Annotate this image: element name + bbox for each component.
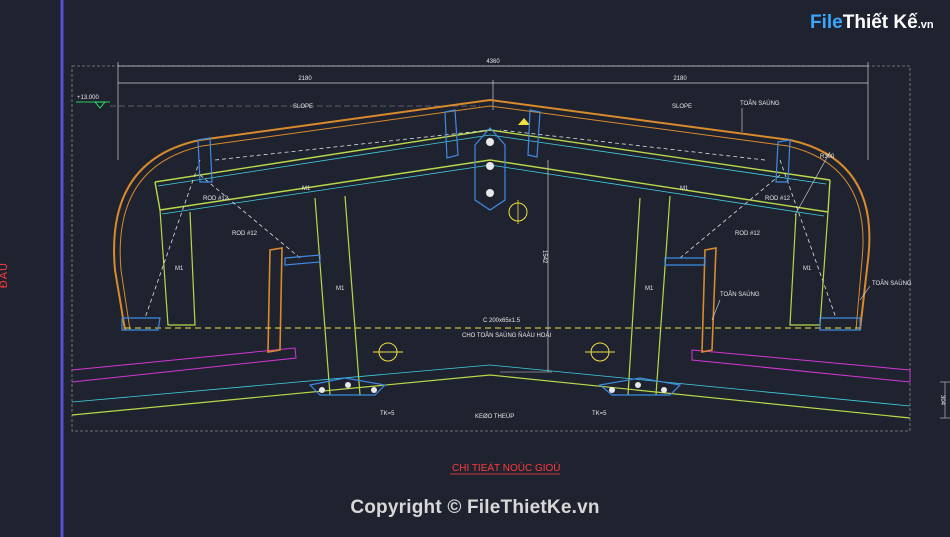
m1-label: M1 xyxy=(803,266,812,272)
ton-sang-top-text: TOÂN SAÙNG xyxy=(740,100,780,107)
tk-right-text: TK=5 xyxy=(592,411,607,417)
bottom-chord xyxy=(71,347,911,419)
rod-label: ROD #12 xyxy=(203,196,229,202)
slope-left-text: SLOPE xyxy=(293,104,313,110)
rod-label: ROD #12 xyxy=(735,231,761,237)
copyright-text: Copyright © FileThietKe.vn xyxy=(350,497,600,518)
r300-text: R300 xyxy=(820,154,835,160)
m1-label: M1 xyxy=(302,186,311,192)
level-mark-text: +13.000 xyxy=(77,95,100,101)
brackets xyxy=(121,109,861,396)
slope-right-text: SLOPE xyxy=(672,104,692,110)
detail-frame xyxy=(71,65,911,432)
keo-thep-text: KEØO THEÙP xyxy=(475,413,514,420)
main-columns xyxy=(314,195,671,396)
rod-label: ROD #12 xyxy=(232,231,258,237)
dim-total: 4360 xyxy=(486,59,500,65)
m1-label: M1 xyxy=(175,266,184,272)
side-label: ĐÁU xyxy=(0,262,10,289)
center-connection xyxy=(474,118,530,224)
right-dim-text: 304 xyxy=(939,395,945,406)
m1-label: M1 xyxy=(645,286,654,292)
tk-left-text: TK=5 xyxy=(380,411,395,417)
section-symbols xyxy=(373,342,615,362)
side-members xyxy=(159,209,829,326)
ton-sang-right-text: TOÂN SAÙNG xyxy=(872,280,912,287)
dashed-rods xyxy=(144,129,837,319)
base-bolts xyxy=(319,382,667,393)
vertical-dim-text: 1542 xyxy=(541,250,547,264)
rod-label: ROD #12 xyxy=(765,196,791,202)
site-logo[interactable]: FileThiết Kế.vn xyxy=(810,12,934,42)
logo-brand-2: Thiết Kế xyxy=(842,12,918,33)
level-mark xyxy=(76,101,480,109)
logo-brand: File xyxy=(810,12,843,33)
leader-lines xyxy=(711,108,871,321)
dim-right: 2180 xyxy=(673,76,687,82)
m1-label: M1 xyxy=(680,186,689,192)
center-note-1: C 200x65x1.5 xyxy=(483,318,521,324)
top-dimensions xyxy=(117,62,869,160)
roof-sheet-outline xyxy=(113,98,871,331)
m1-label: M1 xyxy=(336,286,345,292)
drawing-title: CHI TIEÁT NOÙC GIOÙ xyxy=(452,461,561,474)
flashing xyxy=(267,247,717,353)
truss-chords-cyan xyxy=(157,134,827,217)
logo-tld: .vn xyxy=(917,19,934,31)
right-side-dim xyxy=(940,381,950,419)
center-note-2: CHO TOÂN SAÙNG ÑAÀU HOÀI xyxy=(462,332,551,339)
ton-sang-mid-text: TOÂN SAÙNG xyxy=(720,291,760,298)
dim-left: 2180 xyxy=(298,76,312,82)
